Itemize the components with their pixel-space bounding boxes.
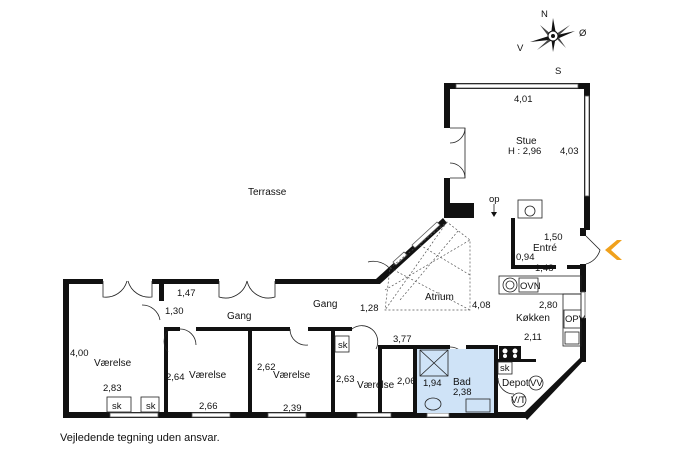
room4-label: Værelse (357, 380, 395, 391)
room3-dim-side: 2,62 (257, 362, 276, 373)
compass-rose-icon: N S Ø V (517, 9, 587, 77)
closet-label: sk (112, 401, 122, 412)
hallway-center-dim: 1,28 (360, 303, 379, 314)
entry-arrow-icon (605, 240, 622, 260)
fridge-icon (563, 309, 582, 329)
room2-label: Værelse (189, 370, 227, 381)
room1-label: Værelse (94, 358, 132, 369)
dryer-icon (511, 392, 527, 408)
room4-dim-right: 2,06 (397, 376, 416, 387)
compass-w: V (517, 43, 524, 54)
bath-label: Bad (453, 377, 471, 388)
dryer-label: V/T (511, 395, 526, 406)
living-label: Stue (516, 136, 537, 147)
kitchen-dim-bottom: 2,11 (524, 332, 542, 343)
hallway-left-dim-top: 1,47 (177, 288, 196, 299)
room4-dim-left: 2,63 (336, 374, 355, 385)
hallway-center-label: Gang (313, 299, 337, 310)
fridge-label: OPV (565, 314, 586, 325)
kitchen-dim-right: 2,80 (539, 300, 558, 311)
closet-label: sk (500, 363, 510, 374)
toilet-icon (424, 397, 442, 411)
corridor-bottom-dim: 3,77 (393, 334, 412, 345)
exterior-walls (63, 83, 590, 420)
washbasin-icon (465, 398, 491, 413)
washer-label: VV (530, 378, 543, 389)
entrance-dim-bottom: 1,48 (535, 263, 554, 274)
windows (109, 83, 590, 418)
entrance-dim-left: 0,94 (516, 252, 535, 263)
oven-icon (518, 277, 539, 293)
stair-label: op (489, 194, 500, 205)
compass-s: S (555, 66, 561, 77)
room3-dim-bottom: 2,39 (283, 403, 302, 414)
room2-dim-side: 2,64 (166, 372, 185, 383)
room3-label: Værelse (273, 370, 311, 381)
kitchen-label: Køkken (516, 313, 550, 324)
closet-label: sk (338, 340, 348, 351)
washer-icon (528, 375, 544, 391)
terrace-label: Terrasse (248, 187, 287, 198)
hallway-left-label: Gang (227, 311, 251, 322)
living-height: H : 2,96 (508, 146, 541, 157)
room1-dim-bottom: 2,83 (103, 383, 122, 394)
bath-dim-left: 1,94 (423, 378, 442, 389)
oven-label: OVN (520, 281, 541, 292)
center-right-dim: 4,08 (472, 300, 491, 311)
compass-n: N (541, 9, 548, 20)
entrance-dim-top: 1,50 (544, 232, 563, 243)
bath-dim-bottom: 2,38 (453, 387, 472, 398)
sink-icon (564, 331, 580, 345)
atrium-glazing (384, 221, 471, 311)
compass-e: Ø (579, 28, 587, 39)
living-depth: 4,03 (560, 146, 579, 157)
living-width: 4,01 (514, 94, 533, 105)
closet-label: sk (146, 401, 156, 412)
fixtures (106, 199, 582, 413)
storage-label: Depot (502, 378, 529, 389)
interior-walls (164, 218, 586, 413)
room1-dim-side: 4,00 (70, 348, 89, 359)
entrance-label: Entré (533, 243, 557, 254)
atrium-label: Atrium (425, 292, 454, 303)
hallway-left-dim-left: 1,30 (165, 306, 184, 317)
disclaimer-text: Vejledende tegning uden ansvar. (60, 432, 220, 444)
room2-dim-bottom: 2,66 (199, 401, 218, 412)
